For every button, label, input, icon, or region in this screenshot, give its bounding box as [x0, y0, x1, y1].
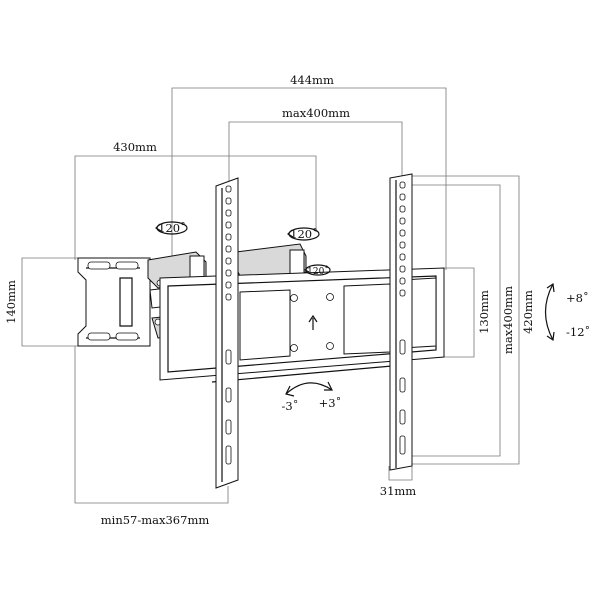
label-plate-height: 130mm	[477, 290, 491, 334]
label-roll-neg: -3˚	[282, 399, 299, 413]
swivel-arrow-left	[155, 221, 188, 235]
label-vesa-vertical: max400mm	[501, 286, 515, 354]
label-roll-pos: +3˚	[319, 396, 342, 410]
label-swivel-right: 120˚	[307, 265, 329, 277]
dim-line-420	[412, 175, 520, 465]
label-swivel-left: 120˚	[158, 221, 186, 235]
dim-line-400v	[412, 184, 501, 457]
label-vesa-horizontal: max400mm	[282, 106, 350, 120]
wall-plate	[77, 257, 151, 347]
label-swivel-mid: 120˚	[290, 227, 318, 241]
label-wall-plate-height: 140mm	[4, 280, 18, 324]
label-arm-extension: 430mm	[113, 140, 157, 154]
dim-line-140	[21, 257, 80, 347]
label-bracket-height: 420mm	[521, 290, 535, 334]
roll-arrow	[285, 381, 333, 397]
dim-line-400h	[228, 121, 403, 200]
swivel-arrow-mid	[287, 227, 320, 241]
tilt-arrow	[544, 282, 555, 342]
left-vertical-strip	[215, 177, 239, 489]
dim-line-profile	[74, 346, 229, 504]
label-mount-width: 444mm	[290, 73, 334, 87]
dim-line-31	[388, 466, 413, 481]
label-tilt-down: -12˚	[566, 325, 590, 339]
swivel-arrow-right	[303, 264, 331, 276]
label-tilt-up: +8˚	[566, 291, 589, 305]
label-profile-depth: min57-max367mm	[101, 513, 210, 527]
label-strip-width: 31mm	[380, 484, 417, 498]
right-vertical-strip	[389, 173, 413, 471]
dim-line-444	[171, 87, 447, 270]
dim-line-430	[74, 155, 317, 260]
dim-line-130	[444, 267, 475, 358]
